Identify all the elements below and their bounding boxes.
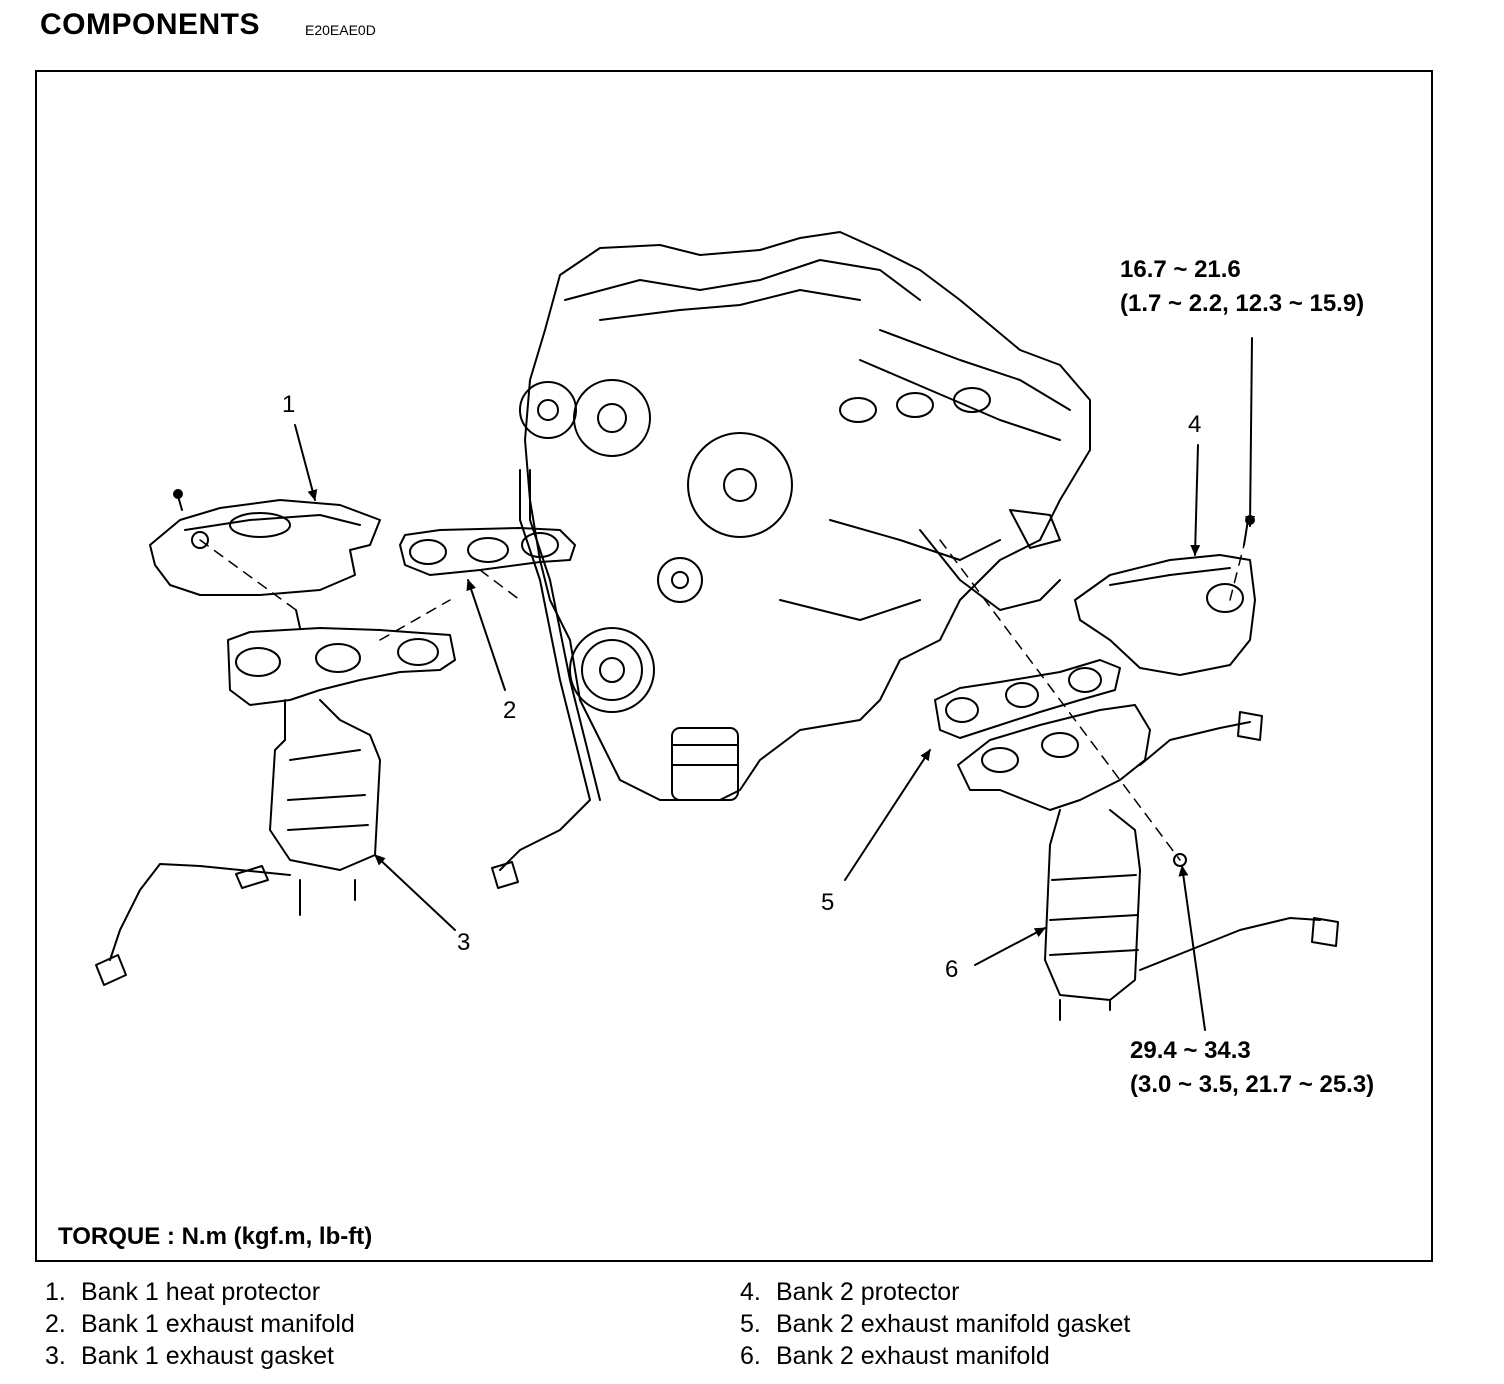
- sensor-connector: [1009, 509, 1061, 549]
- callout-4: 4: [1188, 411, 1201, 438]
- legend-number: 4.: [740, 1278, 761, 1306]
- bank2-lower-o2-connector: [1311, 917, 1339, 947]
- ignition-coil-3: [953, 387, 991, 413]
- bank1-catalyst: [269, 699, 381, 871]
- legend-number: 1.: [45, 1278, 66, 1306]
- torque-spec-2-alt: (3.0 ~ 3.5, 21.7 ~ 25.3): [1130, 1071, 1374, 1098]
- bank2-upper-o2-wire: [1139, 721, 1251, 766]
- legend-label: Bank 1 heat protector: [81, 1278, 321, 1306]
- crank-pulley: [569, 627, 655, 713]
- leader-arrows: [294, 337, 1256, 1031]
- bank2-upper-o2-connector: [1237, 711, 1263, 741]
- legend-label: Bank 2 exhaust manifold gasket: [776, 1310, 1131, 1338]
- torque-units-note: TORQUE : N.m (kgf.m, lb-ft): [58, 1223, 373, 1250]
- idler-pulley: [657, 557, 703, 603]
- o2-wire-bank2: [919, 529, 1061, 611]
- leader-3: [374, 854, 456, 931]
- legend-item: 4. Bank 2 protector: [740, 1276, 1130, 1308]
- legend-number: 2.: [45, 1310, 66, 1338]
- harness-connector: [491, 861, 519, 889]
- callout-5: 5: [821, 889, 834, 916]
- legend-item: 5. Bank 2 exhaust manifold gasket: [740, 1308, 1130, 1340]
- leader-2: [466, 579, 506, 691]
- valve-cover-edge: [879, 329, 1071, 411]
- legend-number: 6.: [740, 1342, 761, 1370]
- bank2-catalyst: [1044, 809, 1141, 1001]
- callout-1: 1: [282, 391, 295, 418]
- torque-spec-1-alt: (1.7 ~ 2.2, 12.3 ~ 15.9): [1120, 290, 1364, 317]
- leader-5: [844, 749, 931, 881]
- bank1-exhaust-gasket: [399, 527, 576, 576]
- bank1-o2-connector: [95, 954, 127, 986]
- callout-3: 3: [457, 929, 470, 956]
- leader-torque-1: [1245, 337, 1256, 527]
- intake-manifold-line: [564, 259, 921, 301]
- bank1-o2-wire: [109, 863, 291, 961]
- legend-label: Bank 1 exhaust manifold: [81, 1310, 355, 1338]
- document-code: E20EAE0D: [305, 22, 376, 38]
- page-title: COMPONENTS: [40, 8, 261, 41]
- callout-6: 6: [945, 956, 958, 983]
- legend-number: 3.: [45, 1342, 66, 1370]
- leader-1: [294, 424, 318, 501]
- bank2-exhaust-manifold: [957, 704, 1339, 1021]
- legend-label: Bank 2 protector: [776, 1278, 960, 1306]
- legend-item: 6. Bank 2 exhaust manifold: [740, 1340, 1130, 1372]
- leader-torque-2: [1178, 865, 1206, 1031]
- bank2-lower-o2-wire: [1139, 917, 1321, 971]
- wiring-harness: [499, 469, 591, 871]
- ignition-coil-1: [839, 397, 877, 423]
- bank1-heat-protector: [149, 489, 381, 596]
- leader-6: [974, 927, 1046, 966]
- alignment-lines: [199, 539, 1245, 861]
- diagram-frame: [35, 70, 1433, 1262]
- cam-sprocket-right: [687, 432, 793, 538]
- power-steering-pulley: [573, 379, 651, 457]
- ignition-coil-2: [896, 392, 934, 418]
- legend-number: 5.: [740, 1310, 761, 1338]
- bank1-exhaust-manifold: [95, 609, 456, 986]
- cam-sprocket-left: [519, 381, 577, 439]
- legend-item: 2. Bank 1 exhaust manifold: [45, 1308, 355, 1340]
- torque-spec-1-value: 16.7 ~ 21.6: [1120, 256, 1241, 283]
- bank2-protector: [1074, 515, 1256, 676]
- legend-label: Bank 1 exhaust gasket: [81, 1342, 334, 1370]
- bank2-exhaust-gasket: [934, 659, 1121, 739]
- legend-item: 1. Bank 1 heat protector: [45, 1276, 355, 1308]
- engine-outline: [524, 231, 1091, 801]
- legend-item: 3. Bank 1 exhaust gasket: [45, 1340, 355, 1372]
- torque-spec-2-value: 29.4 ~ 34.3: [1130, 1037, 1251, 1064]
- callout-2: 2: [503, 697, 516, 724]
- legend-left: 1. Bank 1 heat protector 2. Bank 1 exhaust…: [45, 1276, 355, 1372]
- engine-block: [491, 231, 1091, 889]
- legend-right: 4. Bank 2 protector 5. Bank 2 exhaust mani…: [740, 1276, 1130, 1372]
- leader-4: [1190, 444, 1201, 556]
- legend-label: Bank 2 exhaust manifold: [776, 1342, 1050, 1370]
